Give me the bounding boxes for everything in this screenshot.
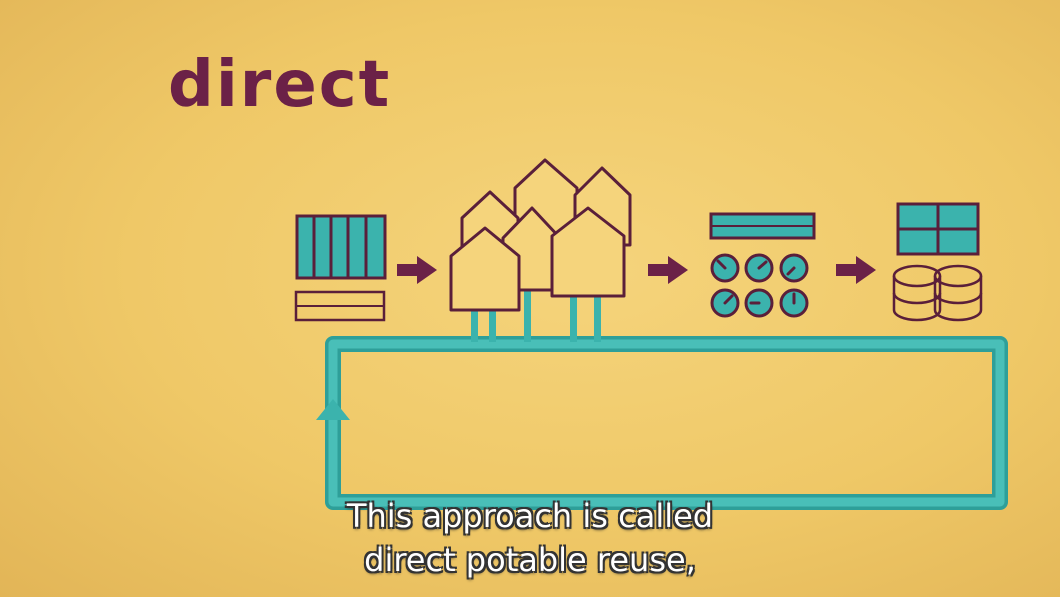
flow-arrow-icon [836, 256, 876, 284]
purification-tanks-icon [892, 202, 983, 322]
water-source-icon [294, 214, 387, 322]
return-pipe [325, 336, 1008, 510]
flow-up-arrow-icon [316, 399, 350, 420]
houses-icon [449, 158, 632, 312]
flow-arrow-icon [648, 256, 688, 284]
house-drain-pipes [471, 290, 601, 342]
subtitle-line: This approach is called [346, 497, 714, 535]
subtitle-caption: This approach is called direct potable r… [0, 494, 1060, 582]
treatment-plant-icon [709, 212, 816, 318]
diagram-title: direct [168, 48, 392, 122]
flow-arrow-icon [397, 256, 437, 284]
subtitle-line: direct potable reuse, [364, 541, 696, 579]
